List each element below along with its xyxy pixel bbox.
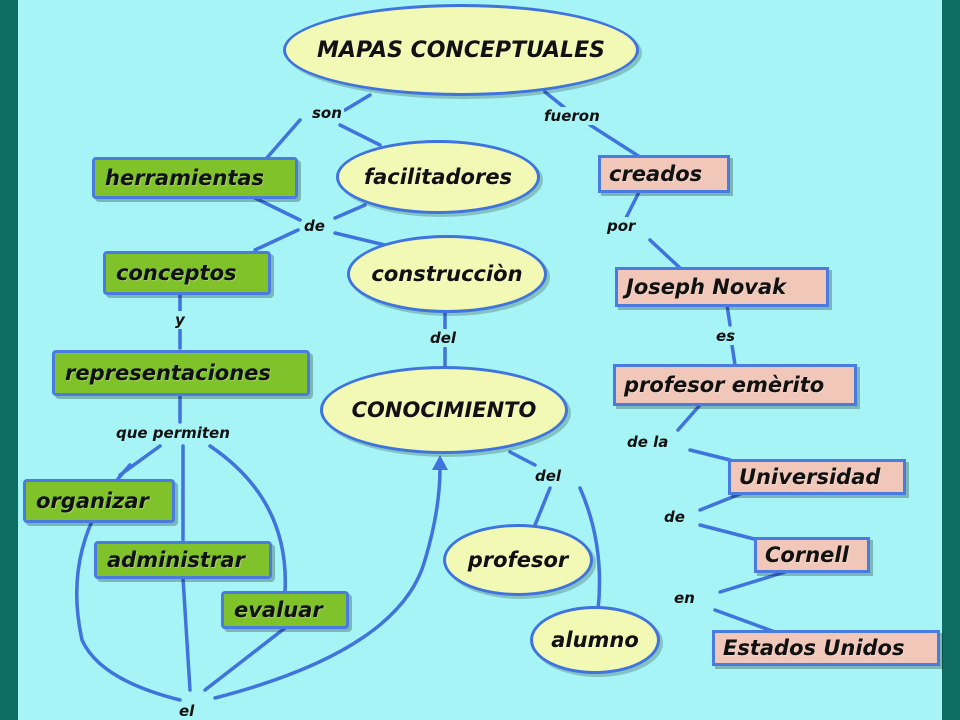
link-es: es bbox=[714, 327, 738, 345]
right-frame bbox=[942, 0, 960, 720]
link-de-2: de bbox=[662, 508, 687, 526]
node-estados-unidos-label: Estados Unidos bbox=[723, 636, 905, 660]
link-del-1: del bbox=[428, 329, 459, 347]
node-profesor-emerito: profesor emèrito bbox=[613, 364, 857, 406]
link-y: y bbox=[173, 311, 187, 329]
node-alumno: alumno bbox=[530, 606, 660, 674]
node-alumno-label: alumno bbox=[551, 628, 639, 652]
link-de-1: de bbox=[302, 217, 327, 235]
title-node: MAPAS CONCEPTUALES bbox=[283, 4, 639, 96]
node-administrar-label: administrar bbox=[107, 548, 245, 572]
node-profesor-label: profesor bbox=[467, 548, 569, 572]
node-joseph-novak-label: Joseph Novak bbox=[626, 275, 787, 299]
link-son: son bbox=[310, 104, 344, 122]
node-profesor: profesor bbox=[443, 524, 593, 596]
node-profesor-emerito-label: profesor emèrito bbox=[624, 373, 825, 397]
link-del-2: del bbox=[533, 467, 564, 485]
node-construccion: construcciòn bbox=[347, 235, 547, 313]
node-universidad-label: Universidad bbox=[739, 465, 881, 489]
node-facilitadores: facilitadores bbox=[336, 140, 540, 214]
node-conceptos-label: conceptos bbox=[116, 261, 237, 285]
title-text: MAPAS CONCEPTUALES bbox=[317, 37, 605, 63]
node-evaluar-label: evaluar bbox=[234, 598, 323, 622]
node-joseph-novak: Joseph Novak bbox=[615, 267, 829, 307]
link-que-permiten: que permiten bbox=[114, 424, 232, 442]
node-evaluar: evaluar bbox=[221, 591, 349, 629]
node-herramientas-label: herramientas bbox=[105, 166, 265, 190]
node-facilitadores-label: facilitadores bbox=[363, 165, 513, 189]
node-representaciones-label: representaciones bbox=[65, 361, 271, 385]
link-fueron: fueron bbox=[542, 107, 602, 125]
node-conceptos: conceptos bbox=[103, 251, 271, 295]
node-herramientas: herramientas bbox=[92, 157, 298, 199]
node-estados-unidos: Estados Unidos bbox=[712, 630, 940, 666]
node-representaciones: representaciones bbox=[52, 350, 310, 396]
node-administrar: administrar bbox=[94, 541, 272, 579]
node-universidad: Universidad bbox=[728, 459, 906, 495]
link-el: el bbox=[177, 702, 197, 720]
node-conocimiento-label: CONOCIMIENTO bbox=[351, 398, 537, 422]
link-en: en bbox=[672, 589, 697, 607]
left-frame bbox=[0, 0, 18, 720]
link-de-la: de la bbox=[625, 433, 671, 451]
node-cornell: Cornell bbox=[754, 537, 870, 573]
node-conocimiento: CONOCIMIENTO bbox=[320, 366, 568, 454]
node-organizar: organizar bbox=[23, 479, 175, 523]
link-por: por bbox=[605, 217, 638, 235]
node-organizar-label: organizar bbox=[36, 489, 149, 513]
node-creados-label: creados bbox=[609, 162, 703, 186]
node-construccion-label: construcciòn bbox=[371, 262, 523, 286]
node-creados: creados bbox=[598, 155, 730, 193]
arrow-head-icon bbox=[432, 455, 448, 470]
node-cornell-label: Cornell bbox=[765, 543, 849, 567]
